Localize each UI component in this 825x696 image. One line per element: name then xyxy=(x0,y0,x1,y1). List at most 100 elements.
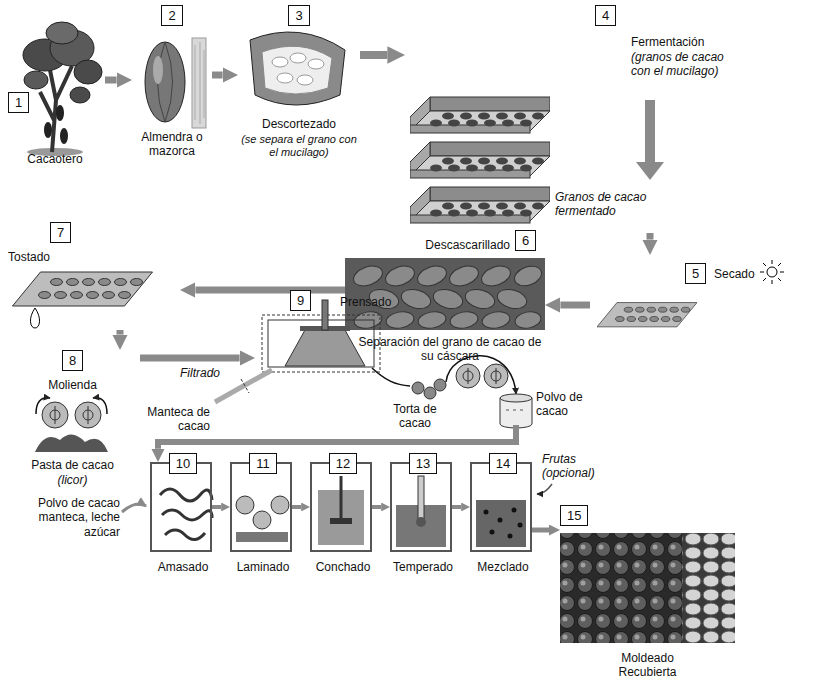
cacao-pod xyxy=(145,38,206,128)
part-label: Frutas (opcional) xyxy=(542,452,606,481)
step-number: 3 xyxy=(288,5,309,26)
flow-arrow xyxy=(360,51,387,59)
step-caption: Granos de cacao fermentado xyxy=(555,190,685,219)
step-caption: Conchado xyxy=(298,560,388,574)
text-slot: Laminado xyxy=(218,560,308,574)
text-slot: Granos de cacao fermentado xyxy=(555,190,685,219)
grinding-mill xyxy=(35,398,108,452)
text-slot: Descascarillado xyxy=(405,238,510,252)
step-number: 10 xyxy=(169,453,197,474)
text-slot: (licor) xyxy=(5,473,140,487)
flow-arrow xyxy=(105,77,117,84)
text-slot: Almendra o mazorca xyxy=(132,130,212,159)
step-number: 14 xyxy=(489,453,517,474)
step-area: 3Descortezado (se separa el grano con el … xyxy=(238,5,360,170)
step-area: 15Moldeado Recubierta xyxy=(560,505,735,687)
press xyxy=(215,300,532,428)
step-caption: Secado xyxy=(714,267,755,281)
text-slot: 3 xyxy=(238,5,360,26)
step-number: 11 xyxy=(249,453,277,474)
step-number: 2 xyxy=(161,5,182,26)
text-slot: 7 xyxy=(50,222,71,243)
step-caption: Descortezado xyxy=(238,117,360,131)
text-slot: Fermentación xyxy=(631,35,735,49)
text-slot: 10 xyxy=(152,453,214,474)
flow-arrow xyxy=(292,505,301,509)
step-caption: Mezclado xyxy=(458,560,548,574)
part-label: Polvo de cacao xyxy=(536,390,592,419)
text-slot: Temperado xyxy=(378,560,468,574)
part-label: Torta de cacao xyxy=(383,402,447,431)
text-slot: Conchado xyxy=(298,560,388,574)
part-label: Filtrado xyxy=(180,366,220,380)
step-number: 1 xyxy=(8,92,29,113)
text-slot: 2 xyxy=(132,5,212,26)
cacao-tree xyxy=(23,22,102,156)
step-number: 6 xyxy=(515,230,536,251)
flow-arrow xyxy=(140,355,240,362)
flow-arrow xyxy=(212,72,223,79)
step-caption: Moldeado Recubierta xyxy=(600,651,695,680)
step-caption: Molienda xyxy=(5,378,140,392)
text-slot: 12 xyxy=(312,453,374,474)
text-slot: Amasado xyxy=(138,560,228,574)
text-slot: Frutas (opcional) xyxy=(542,452,606,481)
text-slot: Tostado xyxy=(8,250,50,264)
step-number: 4 xyxy=(595,5,616,26)
text-slot: (granos de cacao con el mucilago) xyxy=(631,50,735,79)
step-caption: Laminado xyxy=(218,560,308,574)
flow-arrow xyxy=(117,330,124,335)
step-area: 7Tostado xyxy=(5,222,180,330)
flow-arrow xyxy=(532,528,549,533)
part-label: Polvo de cacao manteca, leche azúcar xyxy=(5,496,120,539)
step-number: 15 xyxy=(560,505,588,526)
process-box: 10Amasado xyxy=(150,462,212,552)
text-slot: 8 xyxy=(5,350,140,371)
flow-arrow xyxy=(212,505,221,509)
text-slot: 4 xyxy=(595,5,616,26)
text-slot: Polvo de cacao xyxy=(536,390,592,419)
step-number: 13 xyxy=(409,453,437,474)
fermentation-trays xyxy=(410,97,664,223)
step-caption: (se separa el grano con el mucilago) xyxy=(238,133,360,159)
step-caption: Pasta de cacao xyxy=(5,458,140,472)
text-slot: 9 xyxy=(290,290,311,311)
process-box: 12Conchado xyxy=(310,462,372,552)
flow-arrow xyxy=(195,287,345,294)
text-slot: Cacaotero xyxy=(5,152,105,166)
step-caption: (granos de cacao con el mucilago) xyxy=(631,50,735,79)
text-slot: Molienda xyxy=(5,378,140,392)
step-caption: Amasado xyxy=(138,560,228,574)
chocolates-photo xyxy=(560,533,735,643)
text-slot: 6 xyxy=(515,230,536,251)
text-slot: 14 xyxy=(472,453,534,474)
step-number: 5 xyxy=(685,263,706,284)
step-number: 12 xyxy=(329,453,357,474)
step-caption: (licor) xyxy=(5,473,140,487)
text-slot: Secado xyxy=(714,267,755,281)
process-box: 13Temperado xyxy=(390,462,452,552)
text-slot: 13 xyxy=(392,453,454,474)
step-caption: Temperado xyxy=(378,560,468,574)
step-caption: Prensado xyxy=(340,295,391,309)
text-slot: Torta de cacao xyxy=(383,402,447,431)
roasting-tray xyxy=(13,272,153,328)
text-slot: 1 xyxy=(8,92,29,113)
flow-arrow xyxy=(372,505,381,509)
step-caption: Almendra o mazorca xyxy=(132,130,212,159)
flow-arrow xyxy=(158,425,516,449)
process-box: 11Laminado xyxy=(230,462,292,552)
text-slot: Mezclado xyxy=(458,560,548,574)
text-slot: 11 xyxy=(232,453,294,474)
text-slot: Pasta de cacao xyxy=(5,458,140,472)
step-number: 9 xyxy=(290,290,311,311)
text-slot: Polvo de cacao manteca, leche azúcar xyxy=(5,496,120,539)
text-slot: Prensado xyxy=(340,295,391,309)
process-box: 14Mezclado xyxy=(470,462,532,552)
part-label: Manteca de cacao xyxy=(138,405,210,434)
drying-tray xyxy=(597,260,784,327)
step-area: 2Almendra o mazorca xyxy=(132,5,212,170)
step-area: 8MoliendaPasta de cacao(licor) xyxy=(5,350,140,490)
step-number: 8 xyxy=(62,350,83,371)
step-area: 5 Secado xyxy=(590,255,785,345)
